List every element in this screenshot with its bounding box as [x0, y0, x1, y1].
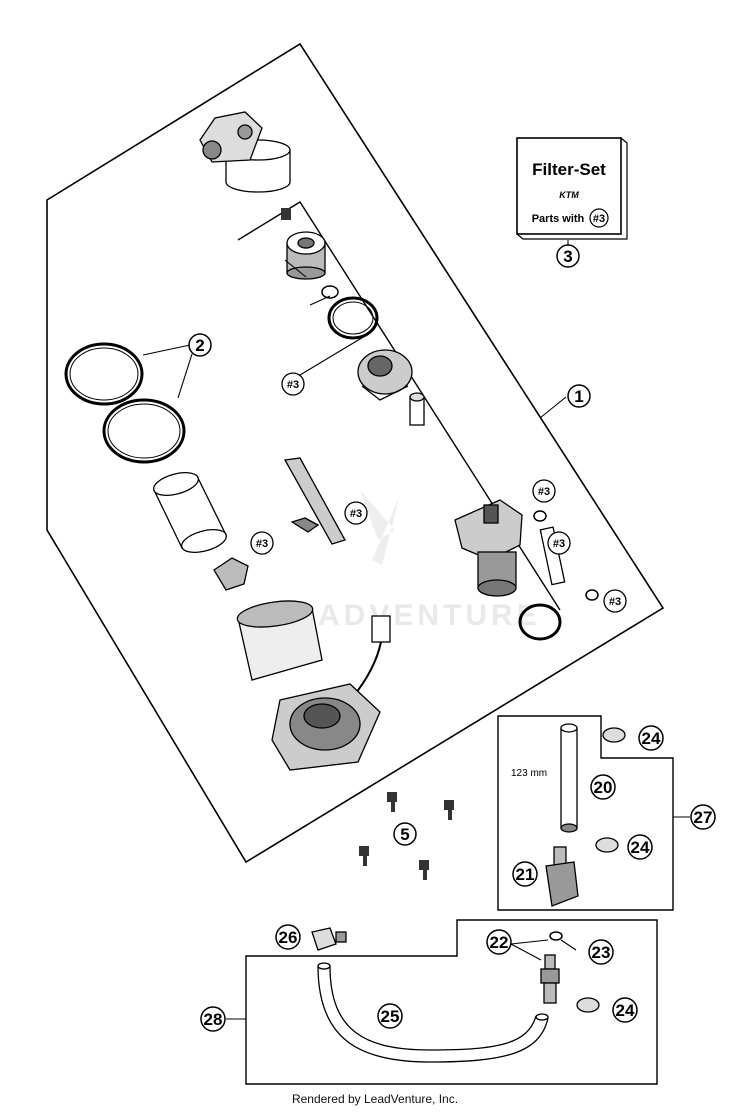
small-tube-connector	[409, 392, 425, 426]
callout-20: 20	[590, 774, 616, 800]
hose-kit-27-outline	[497, 715, 674, 911]
callout-3: 3	[556, 244, 580, 268]
svg-text:3: 3	[563, 247, 572, 266]
ref-mark-6: #3	[603, 589, 627, 613]
svg-text:28: 28	[204, 1010, 223, 1029]
o-ring-medium	[327, 296, 379, 340]
pressure-regulator	[357, 349, 413, 401]
callout-22: 22	[486, 929, 512, 955]
fuel-hose-20	[560, 723, 578, 833]
small-o-ring-3	[585, 589, 599, 601]
screws	[359, 792, 454, 880]
svg-text:20: 20	[594, 778, 613, 797]
callout-leaders-bottom	[226, 816, 690, 1020]
filter-set-title: Filter-Set	[532, 160, 606, 179]
main-assembly-outline	[46, 42, 665, 864]
svg-text:24: 24	[616, 1001, 635, 1020]
ref-mark-5: #3	[547, 531, 571, 555]
pickup-clip	[213, 557, 249, 591]
leader-lines	[142, 240, 569, 838]
filter-set-subtitle: Parts with	[532, 213, 585, 225]
ref-mark-1: #3	[281, 372, 305, 396]
svg-text:22: 22	[490, 933, 509, 952]
svg-text:#3: #3	[287, 379, 299, 391]
watermark-text: ADVENTURE	[318, 599, 541, 632]
callout-28: 28	[200, 1006, 226, 1032]
svg-text:#3: #3	[553, 538, 565, 550]
callout-21: 21	[512, 861, 538, 887]
sub-kit-outline	[237, 201, 561, 611]
filter-sleeve	[152, 472, 228, 553]
ktm-logo: KTM	[559, 190, 579, 200]
small-spring	[281, 208, 291, 220]
callout-5: 5	[393, 822, 417, 846]
svg-text:#3: #3	[538, 486, 550, 498]
svg-text:21: 21	[516, 865, 535, 884]
svg-text:25: 25	[381, 1007, 400, 1026]
hose-clamp-26	[311, 927, 347, 951]
retaining-clip	[290, 517, 320, 533]
fuel-hose-25	[317, 962, 549, 1063]
small-o-ring-1	[321, 285, 339, 299]
hose-kit-28-outline	[245, 919, 658, 1085]
o-ring-23	[549, 931, 563, 941]
watermark: ADVENTURE	[318, 490, 541, 632]
hose-clamp-24b	[595, 837, 619, 853]
strainer-pickup	[283, 457, 346, 545]
quick-connector-21	[545, 846, 579, 907]
ref-mark-2: #3	[344, 501, 368, 525]
callout-2: 2	[188, 333, 212, 357]
svg-text:#3: #3	[609, 596, 621, 608]
ref-mark-3: #3	[250, 531, 274, 555]
svg-text:#3: #3	[350, 508, 362, 520]
svg-text:26: 26	[279, 928, 298, 947]
callout-24b: 24	[627, 834, 653, 860]
connector-22	[540, 954, 560, 1004]
small-o-ring-2	[533, 510, 547, 522]
fuel-pump-top-housing	[199, 111, 291, 193]
hose-clamp-24c	[576, 997, 600, 1013]
hose-clamp-24a	[602, 727, 626, 743]
svg-text:24: 24	[642, 729, 661, 748]
pump-housing-cup	[236, 600, 323, 681]
svg-text:1: 1	[574, 387, 583, 406]
ref-mark-4: #3	[532, 479, 556, 503]
svg-text:24: 24	[631, 838, 650, 857]
callout-23: 23	[588, 939, 614, 965]
pump-motor-unit	[454, 499, 523, 597]
callout-25: 25	[377, 1003, 403, 1029]
gasket-rings	[64, 342, 186, 464]
callout-26: 26	[275, 924, 301, 950]
callout-24a: 24	[638, 725, 664, 751]
fuel-filter-top	[286, 231, 326, 280]
callout-1: 1	[567, 384, 591, 408]
footer-credit: Rendered by LeadVenture, Inc.	[291, 1092, 459, 1106]
svg-text:27: 27	[694, 808, 713, 827]
svg-text:#3: #3	[256, 538, 268, 550]
o-ring-lower	[518, 603, 562, 641]
callout-27: 27	[690, 804, 716, 830]
pump-flange-plate	[271, 683, 381, 771]
filter-set-ref: #3	[593, 213, 605, 225]
hose-length-label: 123 mm	[511, 768, 547, 779]
svg-text:2: 2	[195, 336, 204, 355]
svg-text:5: 5	[400, 825, 409, 844]
filter-set-box: Filter-Set KTM Parts with #3	[516, 137, 628, 240]
svg-text:23: 23	[592, 943, 611, 962]
callout-24c: 24	[612, 997, 638, 1023]
